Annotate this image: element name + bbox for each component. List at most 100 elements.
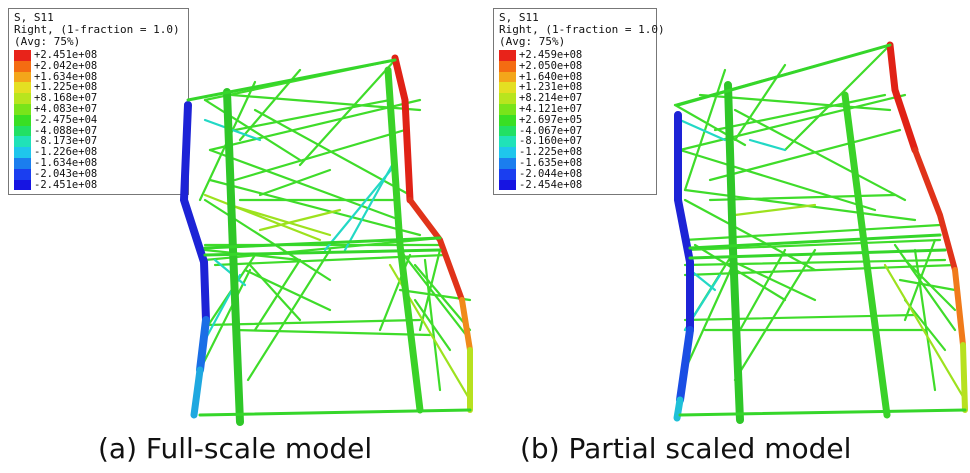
- legend-swatch: [499, 103, 516, 115]
- legend-value: -2.454e+08: [519, 178, 583, 191]
- legend-swatch: [499, 114, 516, 126]
- legend-scale: +2.451e+08 +2.042e+08 +1.634e+08 +1.225e…: [14, 50, 183, 191]
- legend-swatch: [14, 93, 31, 104]
- legend-row: +1.225e+08: [14, 81, 183, 94]
- legend-swatch: [499, 179, 516, 191]
- legend-swatch: [499, 125, 516, 137]
- legend-row: +2.697e+05: [499, 113, 651, 126]
- legend-swatch: [14, 71, 31, 83]
- main-legs: [179, 54, 473, 426]
- legend-scale: +2.459e+08 +2.050e+08 +1.640e+08 +1.231e…: [499, 50, 651, 191]
- legend-swatch: [499, 168, 516, 180]
- legend-value: +8.168e+07: [34, 92, 98, 105]
- legend-subtitle: Right, (1-fraction = 1.0): [499, 23, 665, 36]
- bracing-members-moderate: [203, 193, 472, 402]
- horizontal-belts: [676, 43, 967, 417]
- legend-value: +2.459e+08: [519, 49, 583, 61]
- legend-row: -2.451e+08: [14, 178, 183, 191]
- legend-value: +1.231e+08: [519, 81, 583, 94]
- legend-swatch: [14, 114, 31, 126]
- legend-value: -1.635e+08: [519, 156, 583, 169]
- legend-swatch: [499, 93, 516, 104]
- legend-averaging: (Avg: 75%): [14, 35, 81, 48]
- legend-swatch: [499, 157, 516, 169]
- legend-value: -4.088e+07: [34, 124, 98, 137]
- legend-value: +1.225e+08: [34, 81, 98, 94]
- stress-legend: S, S11 Right, (1-fraction = 1.0) (Avg: 7…: [8, 8, 189, 196]
- legend-row: +1.640e+08: [499, 70, 651, 83]
- legend-row: -8.160e+07: [499, 135, 651, 148]
- legend-averaging: (Avg: 75%): [499, 35, 566, 48]
- legend-value: +1.634e+08: [34, 70, 98, 83]
- legend-value: -8.160e+07: [519, 135, 583, 148]
- legend-swatch: [499, 71, 516, 83]
- legend-swatch: [499, 147, 516, 158]
- legend-row: -8.173e+07: [14, 135, 183, 148]
- legend-row: -2.043e+08: [14, 167, 183, 180]
- horizontal-belts: [186, 58, 472, 417]
- legend-row: -2.475e+04: [14, 114, 183, 126]
- legend-row: -1.635e+08: [499, 158, 651, 169]
- legend-row: +2.451e+08: [14, 50, 183, 61]
- legend-swatch: [14, 60, 31, 72]
- tower-stress-model-full: [179, 54, 473, 426]
- legend-value: -4.067e+07: [519, 124, 583, 137]
- legend-swatch: [14, 179, 31, 191]
- legend-row: -4.067e+07: [499, 124, 651, 137]
- legend-value: -8.173e+07: [34, 135, 98, 148]
- legend-swatch: [499, 136, 516, 148]
- legend-value: +4.083e+07: [34, 102, 98, 115]
- legend-value: -2.044e+08: [519, 167, 583, 180]
- legend-swatch: [499, 50, 516, 61]
- bracing-members-moderate: [733, 203, 967, 402]
- legend-row: +1.231e+08: [499, 81, 651, 94]
- legend-row: +4.121e+07: [499, 104, 651, 115]
- legend-value: +1.640e+08: [519, 70, 583, 83]
- legend-row: -2.044e+08: [499, 167, 651, 180]
- legend-value: +2.451e+08: [34, 49, 98, 61]
- bracing-members: [673, 43, 957, 392]
- legend-row: +1.634e+08: [14, 70, 183, 83]
- main-legs: [673, 41, 968, 424]
- legend-row: +8.214e+07: [499, 93, 651, 104]
- legend-swatch: [499, 82, 516, 94]
- legend-value: +2.050e+08: [519, 59, 583, 72]
- stress-legend: S, S11 Right, (1-fraction = 1.0) (Avg: 7…: [493, 8, 665, 196]
- legend-title: S, S11: [499, 11, 539, 24]
- legend-row: +4.083e+07: [14, 104, 183, 115]
- legend-value: +8.214e+07: [519, 92, 583, 105]
- legend-subtitle: Right, (1-fraction = 1.0): [14, 23, 180, 36]
- legend-swatch: [14, 125, 31, 137]
- legend-swatch: [14, 82, 31, 94]
- caption-full-scale: (a) Full-scale model: [98, 432, 373, 465]
- legend-value: +2.697e+05: [519, 113, 583, 126]
- panel-full-scale: S, S11 Right, (1-fraction = 1.0) (Avg: 7…: [0, 0, 485, 465]
- legend-value: -1.634e+08: [34, 156, 98, 169]
- legend-swatch: [14, 157, 31, 169]
- legend-swatch: [14, 168, 31, 180]
- legend-value: +4.121e+07: [519, 102, 583, 115]
- legend-swatch: [14, 136, 31, 148]
- legend-swatch: [14, 147, 31, 158]
- legend-value: -1.225e+08: [519, 146, 583, 159]
- legend-value: +2.042e+08: [34, 59, 98, 72]
- legend-swatch: [499, 60, 516, 72]
- legend-row: +2.042e+08: [14, 59, 183, 72]
- legend-row: -2.454e+08: [499, 178, 651, 191]
- legend-swatch: [14, 103, 31, 115]
- tower-stress-model-partial: [673, 41, 968, 424]
- legend-value: -2.043e+08: [34, 167, 98, 180]
- legend-value: -2.451e+08: [34, 178, 98, 191]
- legend-row: -1.225e+08: [499, 147, 651, 158]
- legend-value: -1.226e+08: [34, 146, 98, 159]
- legend-row: +8.168e+07: [14, 93, 183, 104]
- legend-row: +2.459e+08: [499, 50, 651, 61]
- caption-partial-scaled: (b) Partial scaled model: [520, 432, 852, 465]
- legend-title: S, S11: [14, 11, 54, 24]
- legend-row: +2.050e+08: [499, 59, 651, 72]
- legend-row: -4.088e+07: [14, 124, 183, 137]
- legend-row: -1.634e+08: [14, 158, 183, 169]
- legend-swatch: [14, 50, 31, 61]
- legend-row: -1.226e+08: [14, 147, 183, 158]
- panel-partial-scaled: S, S11 Right, (1-fraction = 1.0) (Avg: 7…: [485, 0, 970, 465]
